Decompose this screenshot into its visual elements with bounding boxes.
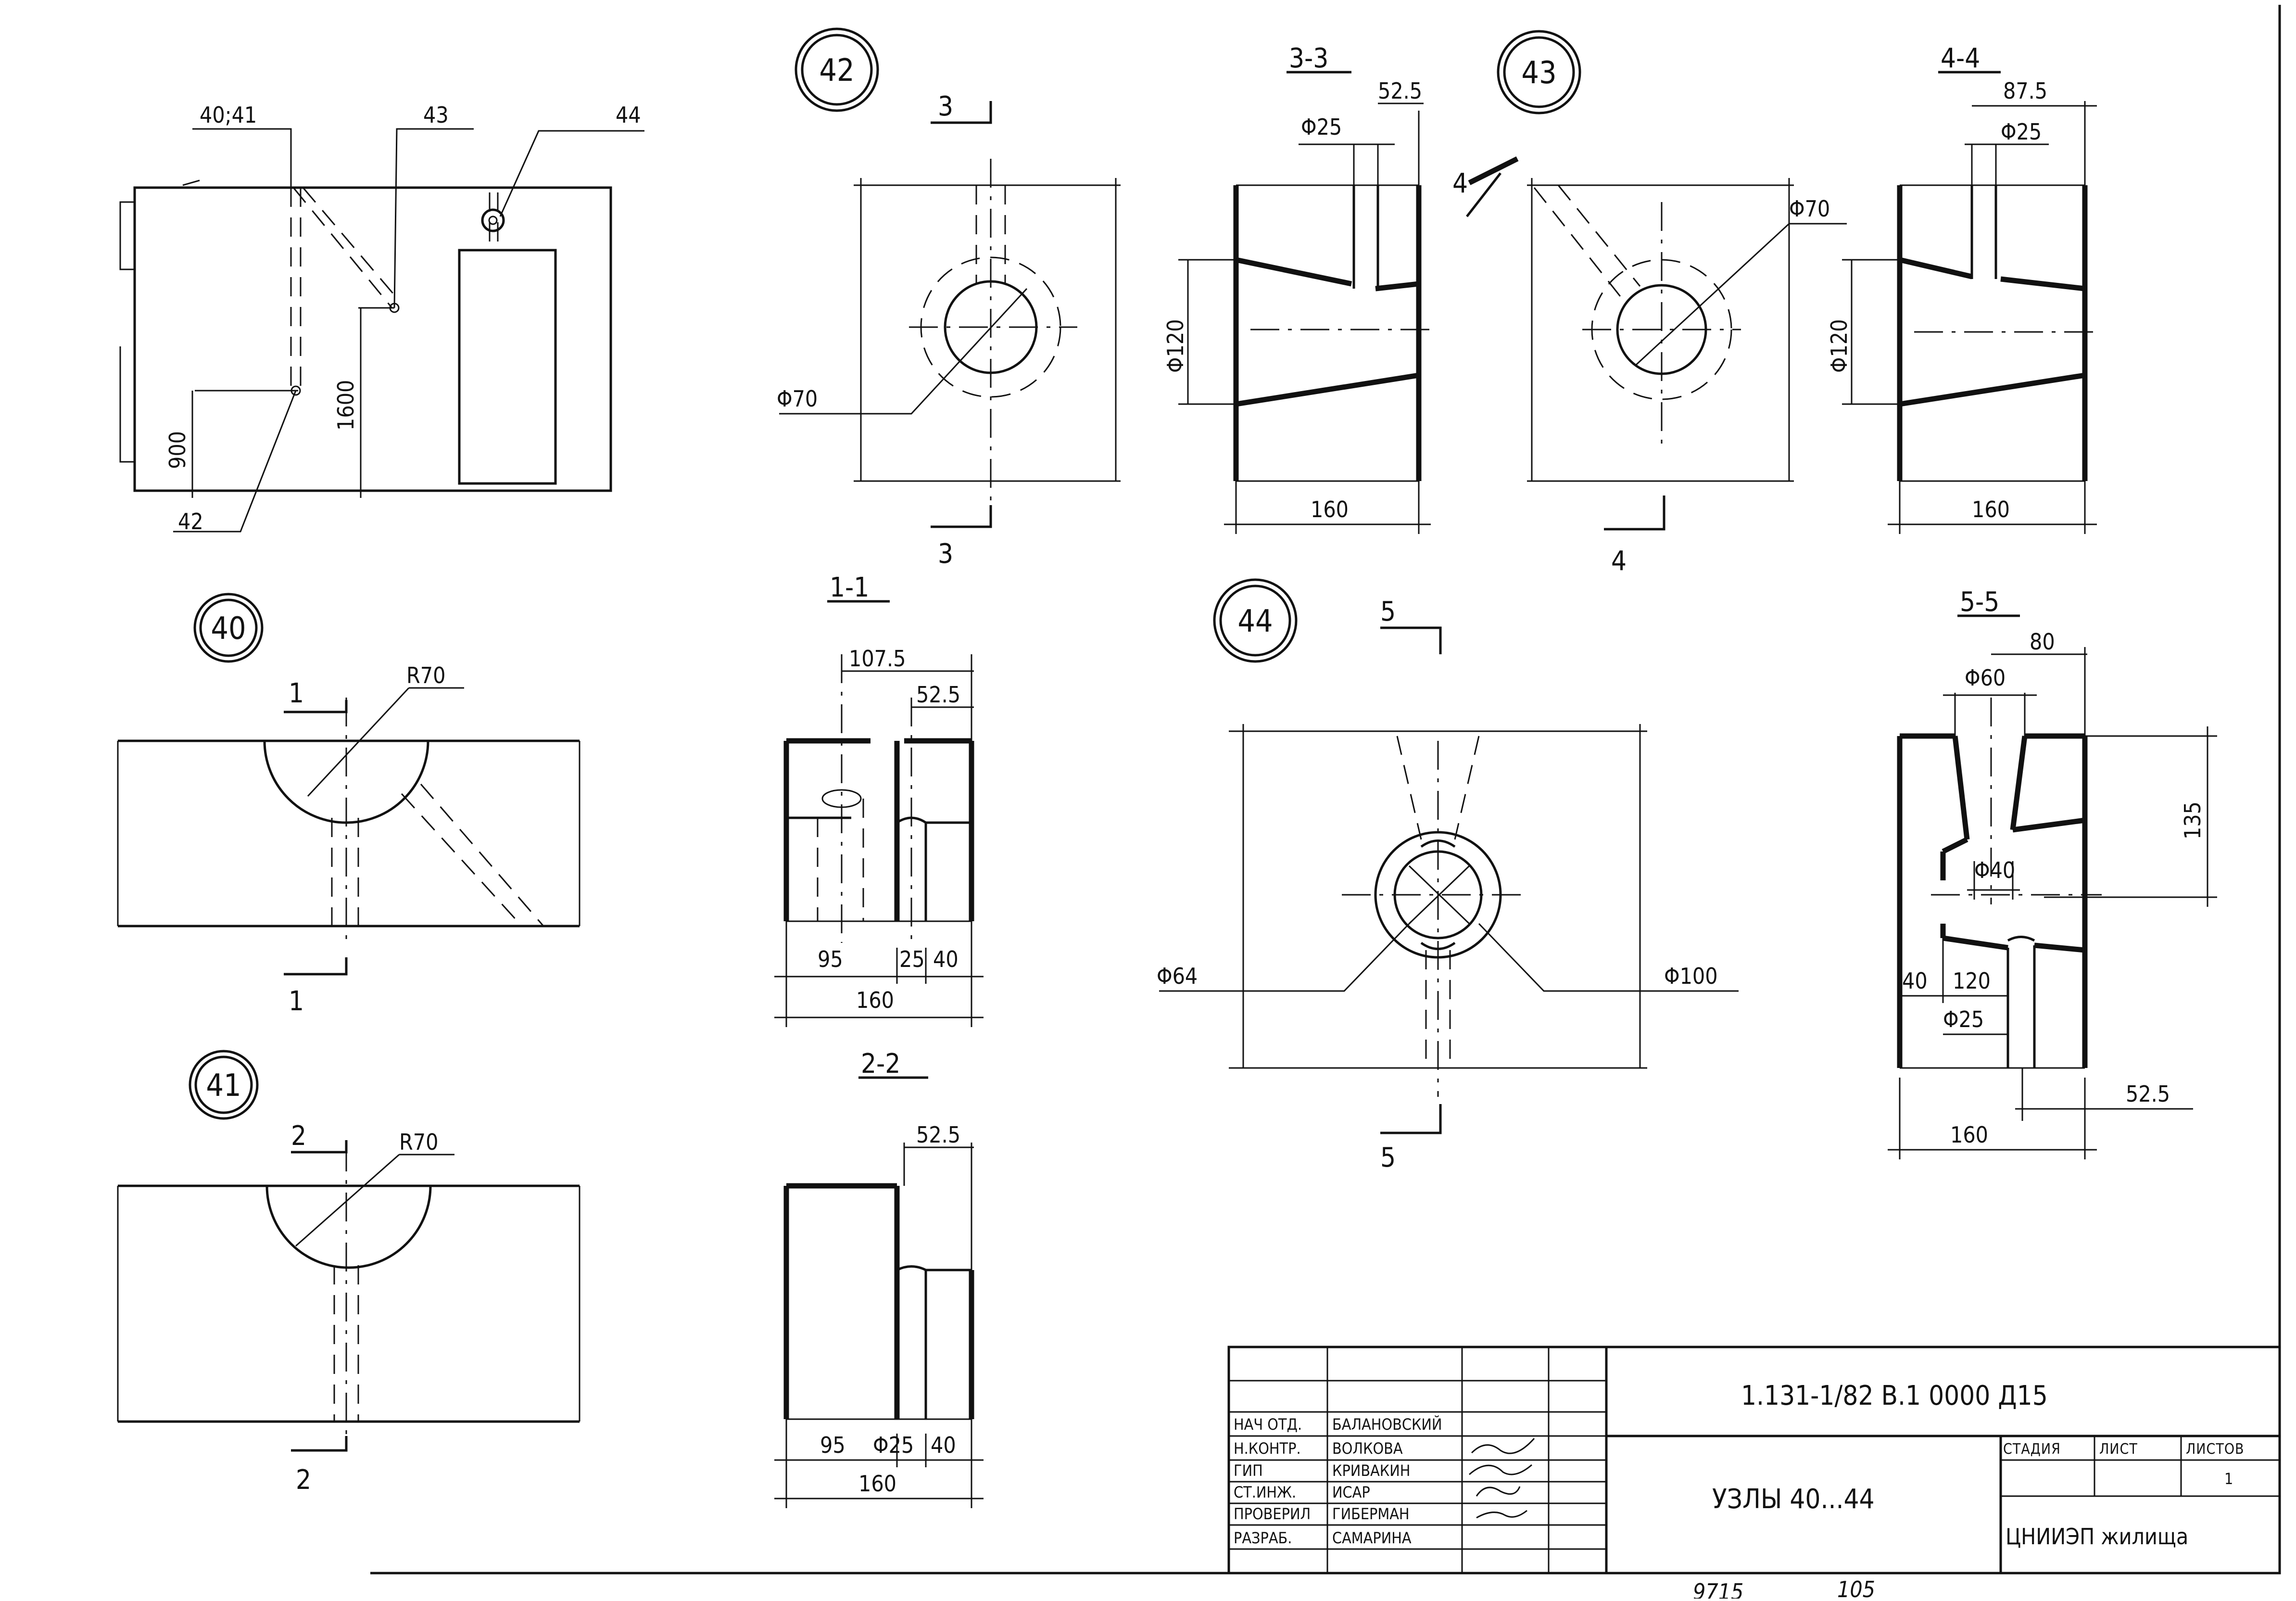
sec33-d25: Φ25 [1301, 114, 1342, 140]
dim-1600: 1600 [333, 380, 359, 431]
section-4-4: 4-4 Φ120 Φ25 87.5 160 [1826, 43, 2102, 534]
role-0: НАЧ ОТД. [1234, 1415, 1302, 1434]
section-1-top: 1 [289, 678, 304, 709]
name-5: САМАРИНА [1332, 1529, 1412, 1547]
sec33-title: 3-3 [1289, 43, 1328, 74]
sheet-label: ЛИСТ [2099, 1441, 2138, 1458]
node-44-label: 44 [1237, 604, 1273, 639]
node-40-label: 40 [211, 611, 246, 647]
section-4-top: 4 [1452, 168, 1468, 199]
sec55-d25: Φ25 [1943, 1006, 1984, 1032]
sec33-d120: Φ120 [1162, 319, 1188, 373]
section-3-bottom: 3 [938, 538, 953, 570]
sec11-b25: 25 [899, 946, 925, 972]
sec55-d40-left: 40 [1902, 968, 1928, 994]
role-5: РАЗРАБ. [1234, 1529, 1292, 1547]
sheets-value: 1 [2224, 1470, 2233, 1488]
sec22-title: 2-2 [861, 1048, 900, 1080]
section-1-bottom: 1 [289, 986, 304, 1017]
node-40: 40 1 1 R70 [117, 593, 580, 1017]
footer-left: 9715 [1693, 1579, 1743, 1599]
name-4: ГИБЕРМАН [1332, 1505, 1410, 1523]
sec11-d525: 52.5 [916, 682, 960, 708]
overview-panel: 40;41 43 44 42 900 1600 [119, 102, 644, 534]
signature-marks [1469, 1438, 1535, 1519]
name-3: ИСАР [1332, 1483, 1370, 1501]
sheets-label: ЛИСТОВ [2186, 1441, 2245, 1458]
sec55-d120: 120 [1953, 968, 1991, 994]
sec11-total: 160 [856, 987, 894, 1013]
node-41-radius: R70 [399, 1129, 438, 1155]
leader-43-label: 43 [423, 102, 449, 128]
section-2-bottom: 2 [296, 1464, 311, 1496]
sec55-title: 5-5 [1960, 586, 1999, 618]
sec55-d80: 80 [2030, 629, 2055, 655]
sec22-b25: Φ25 [873, 1432, 914, 1458]
sec55-total: 160 [1950, 1122, 1988, 1148]
role-4: ПРОВЕРИЛ [1234, 1505, 1311, 1523]
sec55-d525: 52.5 [2126, 1081, 2170, 1107]
node-41-label: 41 [206, 1068, 241, 1104]
node-41: 41 2 2 R70 [117, 1050, 580, 1496]
organization: ЦНИИЭП жилища [2006, 1524, 2188, 1550]
node-44-d100: Φ100 [1664, 963, 1718, 989]
sec33-d525: 52.5 [1378, 78, 1422, 104]
sec55-d60: Φ60 [1965, 665, 2006, 691]
section-2-2: 2-2 52.5 95 Φ25 40 160 [774, 1048, 984, 1508]
section-5-bottom: 5 [1380, 1142, 1396, 1173]
stage-label: СТАДИЯ [2003, 1441, 2061, 1458]
sec11-d1075: 107.5 [849, 646, 906, 672]
node-42-label: 42 [819, 53, 854, 89]
sec33-total: 160 [1311, 496, 1349, 522]
name-1: ВОЛКОВА [1332, 1439, 1403, 1458]
section-2-top: 2 [291, 1120, 306, 1152]
role-2: ГИП [1234, 1461, 1263, 1480]
node-43-diameter: Φ70 [1789, 196, 1830, 222]
title-block: НАЧ ОТД. БАЛАНОВСКИЙ Н.КОНТР. ВОЛКОВА ГИ… [1227, 1346, 2281, 1575]
leader-44-label: 44 [616, 102, 641, 128]
title-roles: НАЧ ОТД. БАЛАНОВСКИЙ Н.КОНТР. ВОЛКОВА ГИ… [1234, 1415, 1442, 1547]
section-3-top: 3 [938, 91, 953, 122]
sec44-d875: 87.5 [2003, 78, 2047, 104]
node-43: 43 4 4 Φ70 [1452, 30, 1847, 577]
name-0: БАЛАНОВСКИЙ [1332, 1415, 1442, 1434]
sec11-b40: 40 [933, 946, 959, 972]
footer-right: 105 [1837, 1576, 1875, 1599]
leader-42-label: 42 [178, 508, 203, 534]
sec44-total: 160 [1972, 496, 2010, 522]
section-4-bottom: 4 [1611, 546, 1627, 577]
section-5-5: 5-5 80 Φ60 Φ40 135 40 [1888, 586, 2217, 1159]
sec11-title: 1-1 [830, 572, 869, 603]
sec22-total: 160 [858, 1471, 896, 1497]
node-42: 42 3 3 Φ70 [777, 27, 1121, 570]
dim-900: 900 [164, 431, 190, 469]
sec55-d40: Φ40 [1974, 857, 2015, 883]
sheet-border [370, 5, 2281, 1575]
drawing-title: УЗЛЫ 40...44 [1712, 1484, 1875, 1515]
sec22-d525: 52.5 [916, 1122, 960, 1148]
sec22-b40: 40 [931, 1432, 956, 1458]
node-42-diameter: Φ70 [777, 386, 818, 412]
section-5-top: 5 [1380, 596, 1396, 627]
sec44-title: 4-4 [1941, 43, 1980, 74]
node-44: 44 5 5 Φ64 Φ100 [1157, 578, 1739, 1173]
leader-40-41-label: 40;41 [200, 102, 257, 128]
sec11-b95: 95 [818, 946, 843, 972]
section-3-3: 3-3 Φ120 Φ25 52.5 160 [1162, 43, 1433, 534]
doc-code: 1.131-1/82 В.1 0000 Д15 [1741, 1380, 2048, 1411]
node-40-radius: R70 [406, 662, 445, 688]
sec22-b95: 95 [820, 1432, 845, 1458]
sec44-d120: Φ120 [1826, 319, 1852, 373]
role-1: Н.КОНТР. [1234, 1439, 1301, 1458]
sec44-d25: Φ25 [2001, 119, 2042, 145]
footer-notes: 9715 105 [1693, 1576, 1875, 1601]
node-43-label: 43 [1521, 55, 1556, 91]
node-44-d64: Φ64 [1157, 963, 1198, 989]
sec55-d135: 135 [2180, 801, 2206, 839]
name-2: КРИВАКИН [1332, 1461, 1410, 1480]
role-3: СТ.ИНЖ. [1234, 1483, 1296, 1501]
section-1-1: 1-1 107.5 52.5 95 25 40 160 [774, 572, 984, 1027]
